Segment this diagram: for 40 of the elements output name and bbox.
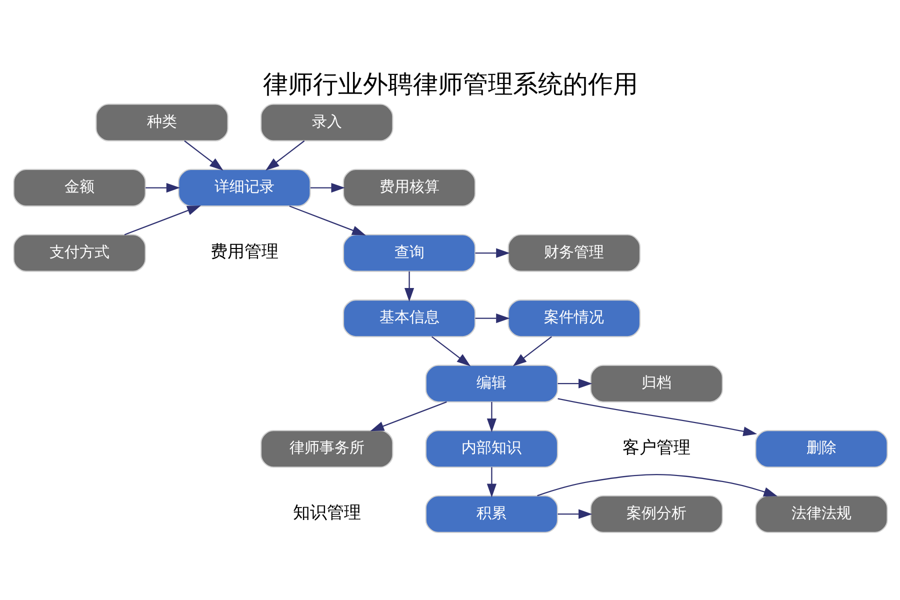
node-box: 详细记录 [178,168,310,207]
arrow [124,206,200,236]
node-box: 基本信息 [342,299,476,338]
arrow [512,336,552,366]
arrow [486,402,496,432]
node-box: 费用核算 [342,168,476,207]
label: 知识管理 [292,503,360,524]
node-box: 积累 [424,495,558,533]
arrow [370,401,446,432]
node-box: 删除 [754,430,888,468]
node-box: 编辑 [424,364,558,402]
arrow [557,378,592,388]
node-box: 内部知识 [424,430,558,468]
arrow [486,467,496,498]
node-box: 案例分析 [590,495,722,533]
arrow [430,336,470,366]
node-box: 归档 [590,364,722,402]
node-box: 支付方式 [12,234,146,272]
arrow [310,182,344,193]
node-box: 律师事务所 [260,430,393,468]
arrow [474,248,510,258]
arrow [265,140,304,171]
arrow [474,314,510,324]
arrow [404,271,414,302]
node-box: 财务管理 [507,234,640,272]
diagram-title: 律师行业外聘律师管理系统的作用 [262,69,638,98]
node-box: 种类 [95,104,228,142]
node-box: 录入 [260,104,393,142]
node-box: 法律法规 [754,495,888,533]
arrow [557,509,592,519]
node-box: 查询 [342,234,476,272]
arrow [288,206,366,236]
label: 客户管理 [622,438,690,458]
arrow [536,474,777,496]
node-box: 金额 [12,168,146,207]
arrow [557,398,757,436]
node-box: 案件情况 [507,299,640,338]
arrow [184,140,223,171]
arrow [145,182,180,193]
label: 费用管理 [210,242,278,262]
